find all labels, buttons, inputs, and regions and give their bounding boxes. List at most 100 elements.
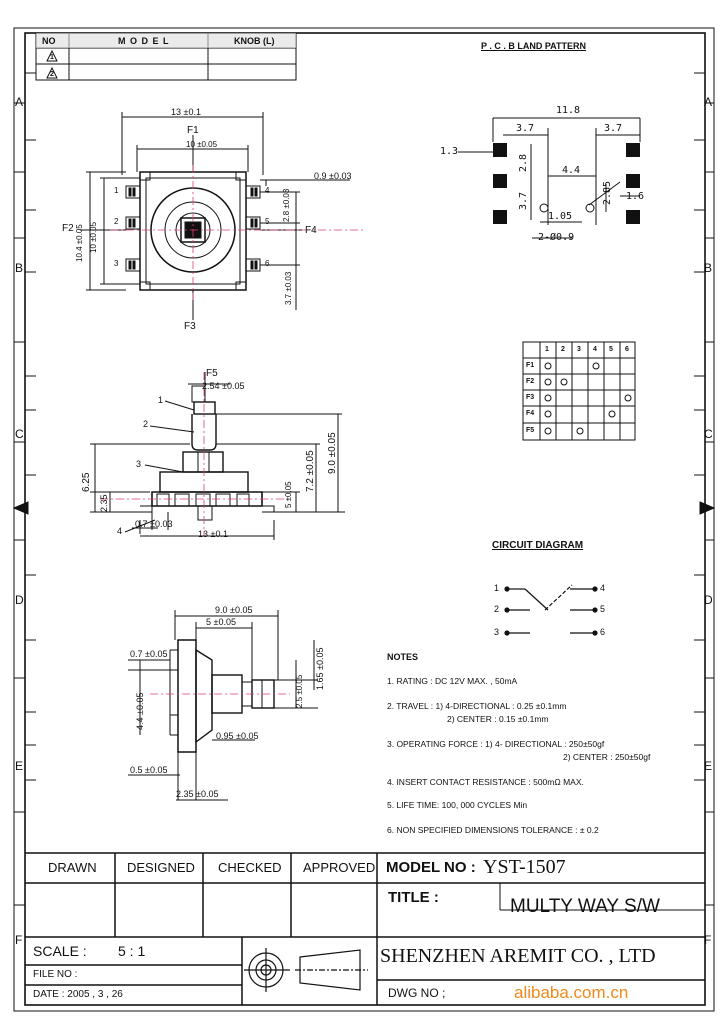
tb-company: SHENZHEN AREMIT CO. , LTD xyxy=(380,945,656,967)
pin-2: 2 xyxy=(114,217,119,226)
pcb-dim-3-7-vert: 3.7 xyxy=(518,191,529,210)
truth-table-mark xyxy=(544,394,552,402)
zone-letter-b-right: B xyxy=(704,261,713,275)
pcb-dim-1-6: 1.6 xyxy=(626,191,645,202)
tb-designed: DESIGNED xyxy=(127,860,195,875)
revision-header-fill xyxy=(36,33,296,48)
tt-col-2: 2 xyxy=(561,346,565,353)
zone-letter-c-right: C xyxy=(704,427,713,441)
pcb-dim-3-7-right: 3.7 xyxy=(604,123,623,134)
projection-symbol xyxy=(244,948,368,992)
callout-3: 3 xyxy=(136,459,142,469)
truth-table-mark xyxy=(544,410,552,418)
zone-letter-e-right: E xyxy=(704,759,713,773)
tb-title: MULTY WAY S/W xyxy=(510,896,660,917)
side-dim-6-25: 6.25 xyxy=(81,472,92,492)
side-dim-2-54: 2.54 ±0.05 xyxy=(202,381,245,391)
zone-letter-f-left: F xyxy=(15,933,23,947)
tb-file-no: FILE NO : xyxy=(33,969,78,980)
front-dim-0-7: 0.7 ±0.05 xyxy=(130,649,168,659)
tb-dwg-no: DWG NO ; xyxy=(388,986,446,1000)
side-dim-7-2: 7.2 ±0.05 xyxy=(305,450,316,492)
zone-letter-e-left: E xyxy=(15,759,24,773)
tb-approved: APPROVED xyxy=(303,860,376,875)
circuit-title: CIRCUIT DIAGRAM xyxy=(492,540,584,551)
zone-letter-f-right: F xyxy=(704,933,712,947)
note-3b: 2) CENTER : 250±50gf xyxy=(563,752,651,762)
tt-row-f2: F2 xyxy=(526,378,535,385)
pcb-dim-4-4: 4.4 xyxy=(562,165,581,176)
pin-6: 6 xyxy=(265,259,270,268)
top-view xyxy=(80,112,350,320)
front-dim-5: 5 ±0.05 xyxy=(206,617,236,627)
circuit-diagram xyxy=(504,584,598,636)
pin-5: 5 xyxy=(265,217,270,226)
inner-border xyxy=(24,32,706,1006)
note-2: 2. TRAVEL : 1) 4-DIRECTIONAL : 0.25 ±0.1… xyxy=(387,701,567,711)
note-3: 3. OPERATING FORCE : 1) 4- DIRECTIONAL :… xyxy=(387,739,605,749)
circuit-pin-4: 4 xyxy=(600,583,606,593)
revision-1-triangle xyxy=(46,49,58,62)
truth-table-mark xyxy=(544,378,552,386)
pin-1: 1 xyxy=(114,186,119,195)
note-6: 6. NON SPECIFIED DIMENSIONS TOLERANCE : … xyxy=(387,825,599,835)
label-f2: F2 xyxy=(62,223,74,234)
circuit-pin-3: 3 xyxy=(494,627,500,637)
revision-row-2: 2 xyxy=(50,71,54,78)
side-view xyxy=(90,372,345,540)
tt-col-3: 3 xyxy=(577,346,581,353)
truth-table-mark xyxy=(592,362,600,370)
tb-model-no-label: MODEL NO : xyxy=(386,859,476,876)
label-f5: F5 xyxy=(206,368,218,379)
revision-header-model: M O D E L xyxy=(118,36,170,46)
pcb-land-pattern xyxy=(458,117,641,239)
revision-row-1: 1 xyxy=(50,54,54,61)
right-center-mark xyxy=(699,501,716,515)
truth-table-mark xyxy=(576,427,584,435)
side-dim-0-7: 0.7 ±0.03 xyxy=(135,519,173,529)
truth-table-marks xyxy=(544,362,632,435)
label-f4: F4 xyxy=(305,225,317,236)
note-5: 5. LIFE TIME: 100, 000 CYCLES Min xyxy=(387,800,528,810)
top-dim-09: 0.9 ±0.03 xyxy=(314,171,352,181)
truth-table-mark xyxy=(560,378,568,386)
tb-scale-label: SCALE : xyxy=(33,943,87,959)
tt-col-4: 4 xyxy=(593,346,597,353)
top-dim-2-8: 2.8 ±0.03 xyxy=(282,188,291,222)
front-dim-1-65: 1.65 ±0.05 xyxy=(315,647,325,690)
revision-2-triangle xyxy=(46,66,58,79)
truth-table-mark xyxy=(544,362,552,370)
top-dim-10-vert: 10 ±0.05 xyxy=(89,221,98,253)
circuit-pin-2: 2 xyxy=(494,604,500,614)
side-dim-9-0: 9.0 ±0.05 xyxy=(327,432,338,474)
side-dim-5: 5 ±0.05 xyxy=(284,481,293,508)
tb-title-label: TITLE : xyxy=(388,889,439,906)
tb-model-no: YST-1507 xyxy=(483,856,566,878)
truth-table-mark xyxy=(544,427,552,435)
tb-date: DATE : 2005 , 3 , 26 xyxy=(33,989,123,1000)
side-view-centerlines xyxy=(100,372,290,536)
outer-border xyxy=(13,27,715,1012)
zone-letter-a-left: A xyxy=(15,95,24,109)
front-dim-2-35: 2.35 ±0.05 xyxy=(176,789,219,799)
top-dim-10: 10 ±0.05 xyxy=(186,140,218,149)
pcb-dim-hole: 2-Ø0.9 xyxy=(538,232,575,243)
tb-checked: CHECKED xyxy=(218,860,282,875)
front-dim-9-0: 9.0 ±0.05 xyxy=(215,605,253,615)
tt-row-f3: F3 xyxy=(526,394,535,401)
front-dim-4-4: 4.4 ±0.05 xyxy=(135,692,145,730)
note-2b: 2) CENTER : 0.15 ±0.1mm xyxy=(447,714,549,724)
pcb-dim-1-3: 1.3 xyxy=(440,146,459,157)
tt-col-6: 6 xyxy=(625,346,629,353)
revision-header-knob: KNOB (L) xyxy=(234,36,275,46)
circuit-pin-1: 1 xyxy=(494,583,500,593)
zone-letter-c-left: C xyxy=(15,427,24,441)
callout-1: 1 xyxy=(158,395,164,405)
pcb-title: P . C . B LAND PATTERN xyxy=(481,41,587,51)
pcb-dim-3-7-left: 3.7 xyxy=(516,123,535,134)
pcb-dim-11-8: 11.8 xyxy=(556,105,581,116)
zone-ticks xyxy=(14,72,714,906)
callout-4: 4 xyxy=(117,526,123,536)
pcb-pads xyxy=(493,143,640,224)
